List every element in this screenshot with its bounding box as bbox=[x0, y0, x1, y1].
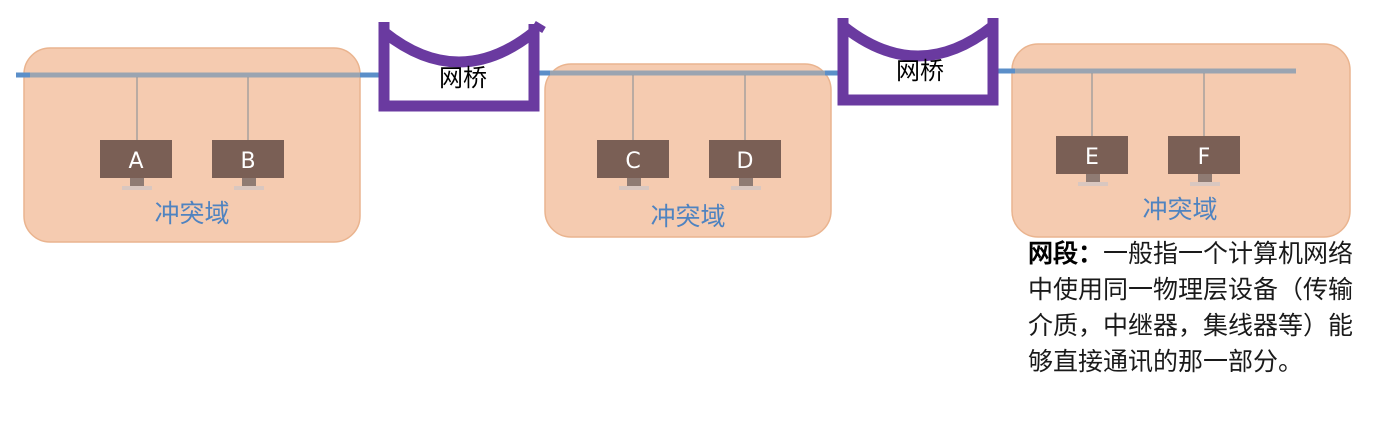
monitor-stand bbox=[739, 178, 753, 186]
bridge-1: 网桥 bbox=[378, 20, 546, 112]
collision-domain-label-2: 冲突域 bbox=[650, 202, 725, 231]
bridge-label: 网桥 bbox=[896, 57, 944, 85]
host-a: A bbox=[100, 140, 172, 190]
monitor-stand bbox=[1198, 174, 1212, 182]
collision-domain-1 bbox=[23, 47, 361, 243]
monitor-icon bbox=[212, 140, 284, 178]
monitor-stand bbox=[627, 178, 641, 186]
monitor-icon bbox=[1056, 136, 1128, 174]
monitor-base bbox=[1190, 182, 1220, 186]
host-c: C bbox=[597, 140, 669, 190]
bridge-2: 网桥 bbox=[837, 18, 999, 106]
bridge-icon bbox=[837, 18, 999, 106]
host-label: B bbox=[240, 149, 255, 174]
note-text: 一般指一个计算机网络中使用同一物理层设备（传输介质，中继器，集线器等）能够直接通… bbox=[1028, 239, 1354, 376]
monitor-base bbox=[619, 186, 649, 190]
monitor-base bbox=[1078, 182, 1108, 186]
bridge-label: 网桥 bbox=[439, 64, 487, 92]
note-separator: ： bbox=[1078, 239, 1104, 268]
monitor-stand bbox=[130, 178, 144, 186]
note-term: 网段 bbox=[1028, 239, 1079, 268]
segment-definition-note: 网段：一般指一个计算机网络中使用同一物理层设备（传输介质，中继器，集线器等）能够… bbox=[1028, 236, 1373, 380]
monitor-stand bbox=[242, 178, 256, 186]
host-label: D bbox=[737, 149, 754, 174]
host-label: E bbox=[1085, 145, 1099, 170]
host-d: D bbox=[709, 140, 781, 190]
collision-domain-label-1: 冲突域 bbox=[154, 199, 229, 228]
monitor-base bbox=[234, 186, 264, 190]
monitor-icon bbox=[100, 140, 172, 178]
collision-domain-label-3: 冲突域 bbox=[1142, 195, 1217, 224]
host-label: F bbox=[1198, 145, 1211, 170]
bridge-corner bbox=[532, 20, 546, 34]
host-e: E bbox=[1056, 136, 1128, 186]
monitor-icon bbox=[1168, 136, 1240, 174]
host-b: B bbox=[212, 140, 284, 190]
host-label: C bbox=[625, 149, 640, 174]
host-label: A bbox=[128, 149, 143, 174]
bridge-icon bbox=[378, 22, 540, 112]
monitor-icon bbox=[709, 140, 781, 178]
monitor-icon bbox=[597, 140, 669, 178]
collision-domain-2 bbox=[544, 63, 832, 238]
monitor-base bbox=[122, 186, 152, 190]
monitor-stand bbox=[1086, 174, 1100, 182]
host-f: F bbox=[1168, 136, 1240, 186]
monitor-base bbox=[731, 186, 761, 190]
